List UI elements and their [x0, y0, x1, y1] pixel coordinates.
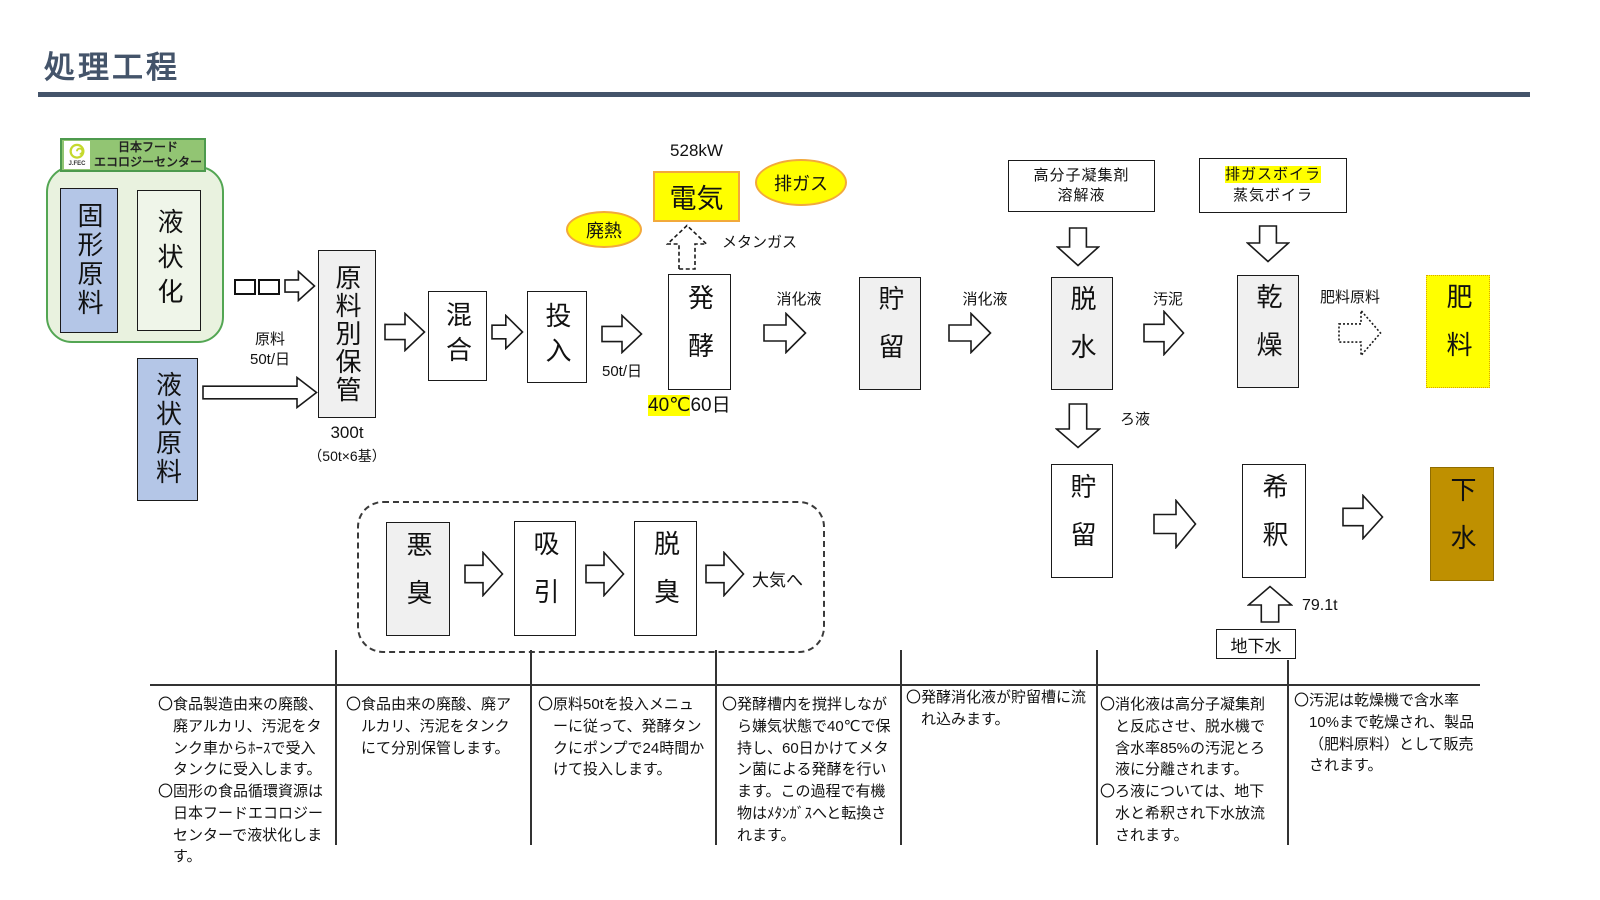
node-electricity: 電気	[653, 171, 740, 222]
node-dilution: 希釈	[1242, 464, 1306, 578]
note-column-dewatering: 〇消化液は高分子凝集剤と反応させ、脱水機で含水率85%の汚泥とろ液に分離されます…	[1100, 694, 1278, 846]
tank-square-1	[234, 279, 256, 295]
label-material-rate: 50t/日	[249, 351, 291, 368]
arrow-suction-to-deodorize	[585, 551, 625, 597]
arrow-odor-to-suction	[464, 551, 504, 597]
node-liquid-material: 液状原料	[137, 358, 198, 501]
node-suction: 吸引	[514, 521, 576, 636]
label-groundwater-amount: 79.1t	[1302, 597, 1338, 614]
node-fertilizer: 肥料	[1426, 275, 1490, 388]
label-digestive-out: 消化液	[962, 291, 1008, 308]
label-waste-heat-ellipse: 廃熱	[566, 211, 642, 248]
note-column-fermentation: 〇発酵槽内を撹拌しながら嫌気状態で40℃で保持し、60日かけてメタン菌による発酵…	[722, 694, 892, 846]
node-boiler: 排ガスボイラ蒸気ボイラ	[1199, 158, 1347, 213]
node-groundwater: 地下水	[1216, 629, 1296, 659]
notes-divider-1	[335, 650, 337, 845]
arrow-deodorize-to-atmosphere	[705, 551, 745, 597]
node-storage2: 貯留	[1051, 464, 1113, 578]
label-fermentation-conditions: 40℃60日	[648, 390, 731, 417]
page-title: 処理工程	[44, 50, 180, 85]
note-column-storage: 〇発酵消化液が貯留槽に流れ込みます。	[906, 687, 1088, 731]
label-temp: 40℃	[648, 395, 691, 416]
note-paragraph: 〇発酵槽内を撹拌しながら嫌気状態で40℃で保持し、60日かけてメタン菌による発酵…	[722, 696, 891, 844]
arrow-groundwater-to-dilution	[1247, 585, 1293, 623]
arrow-solid-to-storage	[284, 270, 316, 302]
arrow-coagulant-to-dewatering	[1056, 227, 1100, 267]
node-storage-by-material: 原料別保管	[318, 250, 376, 418]
arrow-feeding-to-fermentation	[601, 314, 643, 354]
node-storage1: 貯留	[859, 277, 921, 390]
label-storage-units: （50t×6基）	[308, 448, 386, 464]
note-paragraph: 〇発酵消化液が貯留槽に流れ込みます。	[906, 689, 1087, 728]
arrow-liquid-to-storage	[202, 376, 318, 409]
arrow-fermentation-to-storage1	[763, 312, 807, 354]
label-material: 原料	[254, 331, 285, 348]
note-column-separate-storage: 〇食品由来の廃酸、廃アルカリ、汚泥をタンクにて分別保管します。	[346, 694, 518, 759]
note-paragraph: 〇食品由来の廃酸、廃アルカリ、汚泥をタンクにて分別保管します。	[346, 696, 512, 757]
label-days: 60日	[690, 395, 731, 416]
node-deodorize: 脱臭	[634, 521, 697, 636]
odor-treatment-container	[357, 501, 825, 653]
arrow-methane-gas	[666, 224, 708, 270]
node-sewage: 下水	[1430, 467, 1494, 581]
node-coagulant: 高分子凝集剤溶解液	[1008, 160, 1155, 212]
arrow-dilution-to-sewage	[1342, 494, 1384, 540]
arrow-storage-to-mixing	[384, 312, 426, 352]
label-to-atmosphere: 大気へ	[752, 571, 803, 590]
label-methane-gas: メタンガス	[722, 234, 798, 251]
notes-divider-6	[1287, 660, 1289, 845]
node-odor: 悪臭	[386, 522, 450, 636]
note-paragraph: 〇消化液は高分子凝集剤と反応させ、脱水機で含水率85%の汚泥とろ液に分離されます…	[1100, 696, 1266, 779]
label-digestive-in: 消化液	[776, 291, 822, 308]
notes-divider-5	[1096, 650, 1098, 845]
tank-square-2	[258, 279, 280, 295]
note-column-feeding: 〇原料50tを投入メニューに従って、発酵タンクにポンプで24時間かけて投入します…	[538, 694, 706, 781]
note-paragraph: 〇原料50tを投入メニューに従って、発酵タンクにポンプで24時間かけて投入します…	[538, 696, 705, 779]
node-dewatering: 脱水	[1051, 277, 1113, 390]
notes-divider-3	[715, 650, 717, 845]
arrow-dewatering-to-storage2	[1055, 403, 1101, 449]
title-rule	[38, 92, 1530, 97]
arrow-storage2-to-dilution	[1153, 499, 1197, 549]
label-feed-rate: 50t/日	[601, 363, 643, 380]
label-storage-capacity: 300t	[330, 423, 364, 442]
node-feeding: 投入	[527, 291, 587, 383]
label-filtrate: ろ液	[1120, 411, 1151, 428]
node-fermentation: 発酵	[668, 274, 731, 390]
arrow-dewatering-to-drying	[1143, 310, 1185, 356]
jfec-logo-text: J.FEC	[68, 161, 86, 167]
label-sludge: 汚泥	[1152, 291, 1183, 308]
label-power: 528kW	[670, 141, 723, 160]
node-drying: 乾燥	[1237, 275, 1299, 388]
jfec-logo: J.FEC 日本フード エコロジーセンター	[60, 138, 206, 172]
note-paragraph: 〇汚泥は乾燥機で含水率10%まで乾燥され、製品（肥料原料）として販売されます。	[1294, 692, 1475, 775]
node-mixing: 混合	[428, 291, 487, 381]
swirl-icon	[69, 143, 85, 159]
arrow-drying-to-fertilizer	[1338, 309, 1382, 357]
arrow-mixing-to-feeding	[491, 314, 524, 350]
arrow-boiler-to-drying	[1246, 225, 1290, 263]
arrow-storage1-to-dewatering	[948, 312, 992, 354]
node-solid-material: 固形原料	[60, 188, 118, 333]
jfec-logo-name: 日本フード エコロジーセンター	[94, 140, 203, 169]
node-liquefaction: 液状化	[137, 190, 201, 331]
note-column-receiving: 〇食品製造由来の廃酸、廃アルカリ、汚泥をタンク車からﾎｰｽで受入タンクに受入しま…	[158, 694, 328, 868]
notes-divider-2	[530, 650, 532, 845]
notes-horizontal-line	[150, 684, 1480, 686]
note-column-drying: 〇汚泥は乾燥機で含水率10%まで乾燥され、製品（肥料原料）として販売されます。	[1294, 690, 1478, 777]
label-exhaust-gas-ellipse: 排ガス	[755, 159, 847, 206]
jfec-logo-icon: J.FEC	[64, 141, 90, 169]
note-paragraph: 〇ろ液については、地下水と希釈され下水放流されます。	[1100, 783, 1266, 844]
note-paragraph: 〇固形の食品循環資源は日本フードエコロジーセンターで液状化します。	[158, 783, 324, 866]
label-fertilizer-material: 肥料原料	[1320, 289, 1381, 306]
note-paragraph: 〇食品製造由来の廃酸、廃アルカリ、汚泥をタンク車からﾎｰｽで受入タンクに受入しま…	[158, 696, 324, 779]
notes-divider-4	[900, 650, 902, 845]
